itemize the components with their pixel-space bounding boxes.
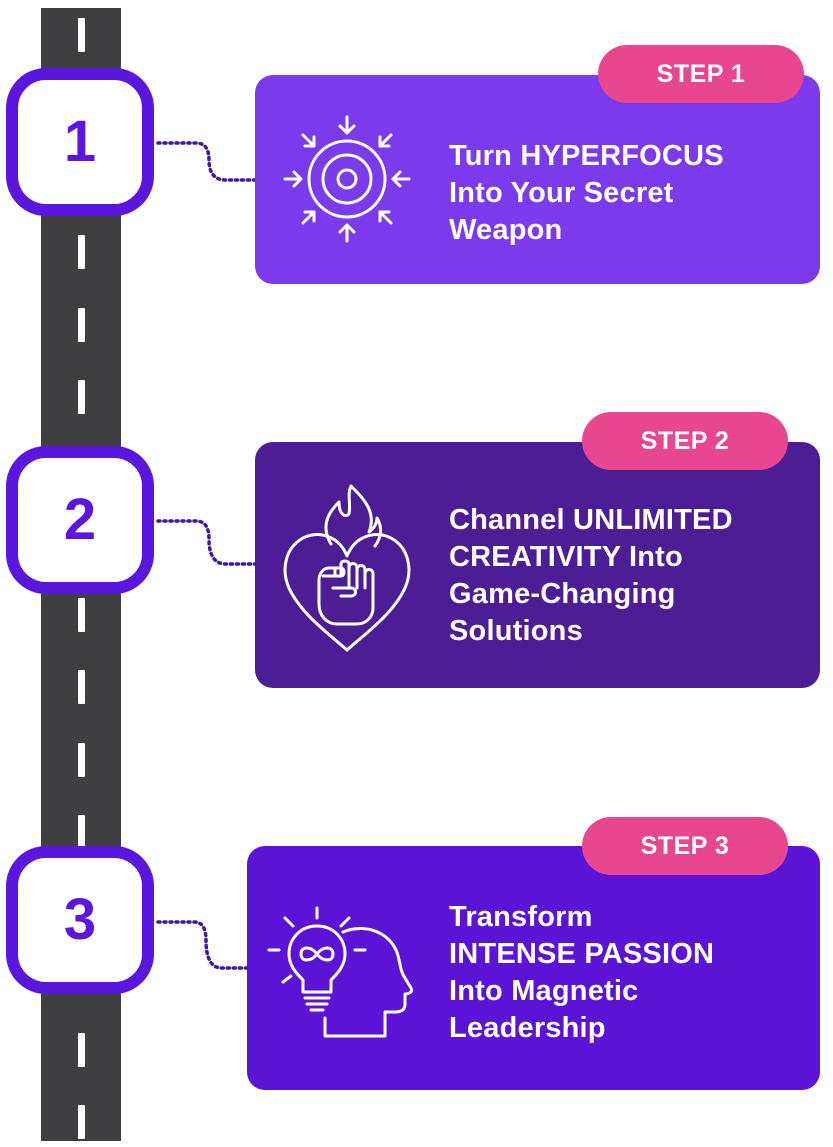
- step-3-number: 3: [63, 887, 97, 952]
- step-1-title: Turn HYPERFOCUS Into Your Secret Weapon: [449, 138, 724, 249]
- step-2-number-badge: 2: [6, 446, 154, 594]
- step-2-tag: STEP 2: [582, 412, 788, 470]
- step-3-title-line: Into Magnetic: [449, 975, 639, 1007]
- step-3-title: Transform INTENSE PASSION Into Magnetic …: [449, 899, 714, 1047]
- connector-2: [156, 519, 258, 566]
- road-dash: [78, 1105, 85, 1139]
- step-3-card: Transform INTENSE PASSION Into Magnetic …: [247, 846, 820, 1090]
- step-2-title-line: Solutions: [449, 615, 583, 647]
- head-lightbulb-infinity-icon: [267, 906, 413, 1038]
- step-3-title-line: Leadership: [449, 1012, 606, 1044]
- road-dash: [78, 598, 85, 632]
- step-2-title-line: CREATIVITY Into: [449, 541, 683, 573]
- step-1-title-line: Turn HYPERFOCUS: [449, 140, 724, 172]
- step-2-title: Channel UNLIMITED CREATIVITY Into Game-C…: [449, 502, 733, 650]
- connector-3: [156, 920, 250, 970]
- road-dash: [78, 815, 85, 849]
- step-1-tag: STEP 1: [598, 45, 804, 103]
- target-focus-icon: [283, 115, 411, 243]
- step-3-number-badge: 3: [6, 846, 154, 994]
- step-1-number: 1: [63, 109, 97, 174]
- step-1-card: Turn HYPERFOCUS Into Your Secret Weapon: [255, 75, 820, 284]
- road-dash: [78, 380, 85, 414]
- step-2-number: 2: [63, 487, 97, 552]
- road-dash: [78, 235, 85, 269]
- road-dash: [78, 18, 85, 52]
- step-1-title-line: Into Your Secret: [449, 177, 674, 209]
- flaming-heart-fist-icon: [283, 484, 411, 652]
- step-3-title-line: Transform: [449, 901, 593, 933]
- step-2-title-line: Channel UNLIMITED: [449, 504, 733, 536]
- step-1-number-badge: 1: [6, 68, 154, 216]
- connector-1: [156, 141, 258, 182]
- road-dash: [78, 308, 85, 342]
- step-3-tag: STEP 3: [582, 817, 788, 875]
- road-dash: [78, 743, 85, 777]
- road-dash: [78, 670, 85, 704]
- step-2-card: Channel UNLIMITED CREATIVITY Into Game-C…: [255, 442, 820, 688]
- step-2-title-line: Game-Changing: [449, 578, 676, 610]
- step-1-title-line: Weapon: [449, 214, 563, 246]
- step-3-title-line: INTENSE PASSION: [449, 938, 715, 970]
- road-dash: [78, 1033, 85, 1067]
